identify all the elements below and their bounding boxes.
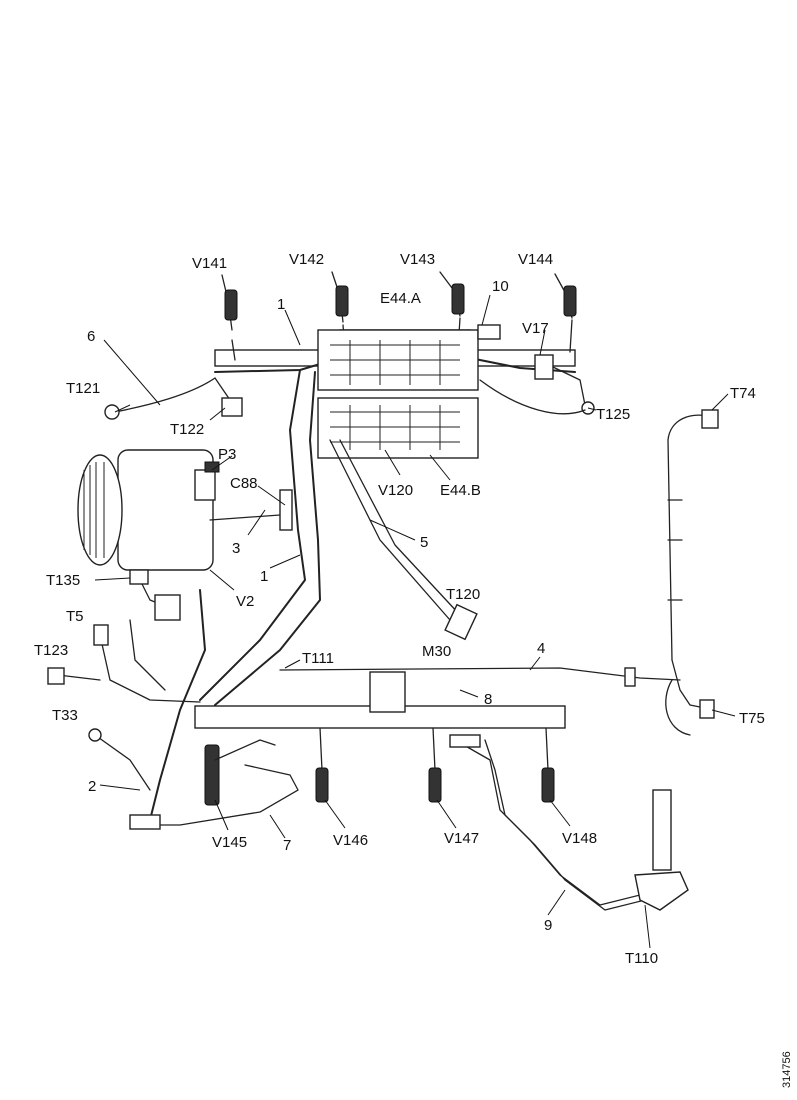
- label-t123: T123: [34, 642, 68, 659]
- label-e44a: E44.A: [380, 290, 421, 307]
- main-harness-trunk: [199, 369, 478, 706]
- label-2: 2: [88, 778, 96, 795]
- injector-v143: [439, 271, 465, 317]
- label-v144: V144: [518, 251, 553, 268]
- label-v147: V147: [444, 830, 479, 847]
- label-t74: T74: [730, 385, 756, 402]
- label-v17: V17: [522, 320, 549, 337]
- label-9: 9: [544, 917, 552, 934]
- label-4: 4: [537, 640, 545, 657]
- label-t75: T75: [739, 710, 765, 727]
- label-v143: V143: [400, 251, 435, 268]
- label-v142: V142: [289, 251, 324, 268]
- label-t135: T135: [46, 572, 80, 589]
- label-t120: T120: [446, 586, 480, 603]
- label-t111: T111: [302, 650, 334, 667]
- label-v145: V145: [212, 834, 247, 851]
- component-labels: V141 V142 V143 V144 10 E44.A V17 1 6 T12…: [34, 251, 765, 967]
- label-t5: T5: [66, 608, 84, 625]
- label-v148: V148: [562, 830, 597, 847]
- label-p3: P3: [218, 446, 236, 463]
- injector-v141: [221, 274, 238, 331]
- label-c88: C88: [230, 475, 258, 492]
- label-t125: T125: [596, 406, 630, 423]
- label-t33: T33: [52, 707, 78, 724]
- label-8: 8: [484, 691, 492, 708]
- lower-left-harness: [47, 569, 206, 821]
- label-t122: T122: [170, 421, 204, 438]
- leader-lines: [94, 294, 736, 949]
- label-t110: T110: [625, 950, 658, 967]
- lower-harness: [129, 667, 681, 830]
- label-5: 5: [420, 534, 428, 551]
- label-v120: V120: [378, 482, 413, 499]
- label-1-top: 1: [277, 296, 285, 313]
- harness-9-to-t110: [449, 734, 689, 911]
- injector-v144: [554, 273, 577, 319]
- document-id: 314756: [781, 1051, 793, 1088]
- label-m30: M30: [422, 643, 451, 660]
- label-v146: V146: [333, 832, 368, 849]
- ac-compressor: [77, 449, 220, 571]
- label-7: 7: [283, 837, 291, 854]
- label-e44b: E44.B: [440, 482, 481, 499]
- label-10: 10: [492, 278, 509, 295]
- label-1-mid: 1: [260, 568, 268, 585]
- right-lower-harness: [624, 659, 715, 736]
- engine-control-unit-e44: [317, 324, 501, 459]
- injector-v142: [331, 271, 349, 323]
- label-6: 6: [87, 328, 95, 345]
- right-harness: [479, 354, 719, 661]
- label-v141: V141: [192, 255, 227, 272]
- left-upper-harness: [104, 377, 243, 420]
- label-t121: T121: [66, 380, 100, 397]
- label-v2: V2: [236, 593, 254, 610]
- label-3: 3: [232, 540, 240, 557]
